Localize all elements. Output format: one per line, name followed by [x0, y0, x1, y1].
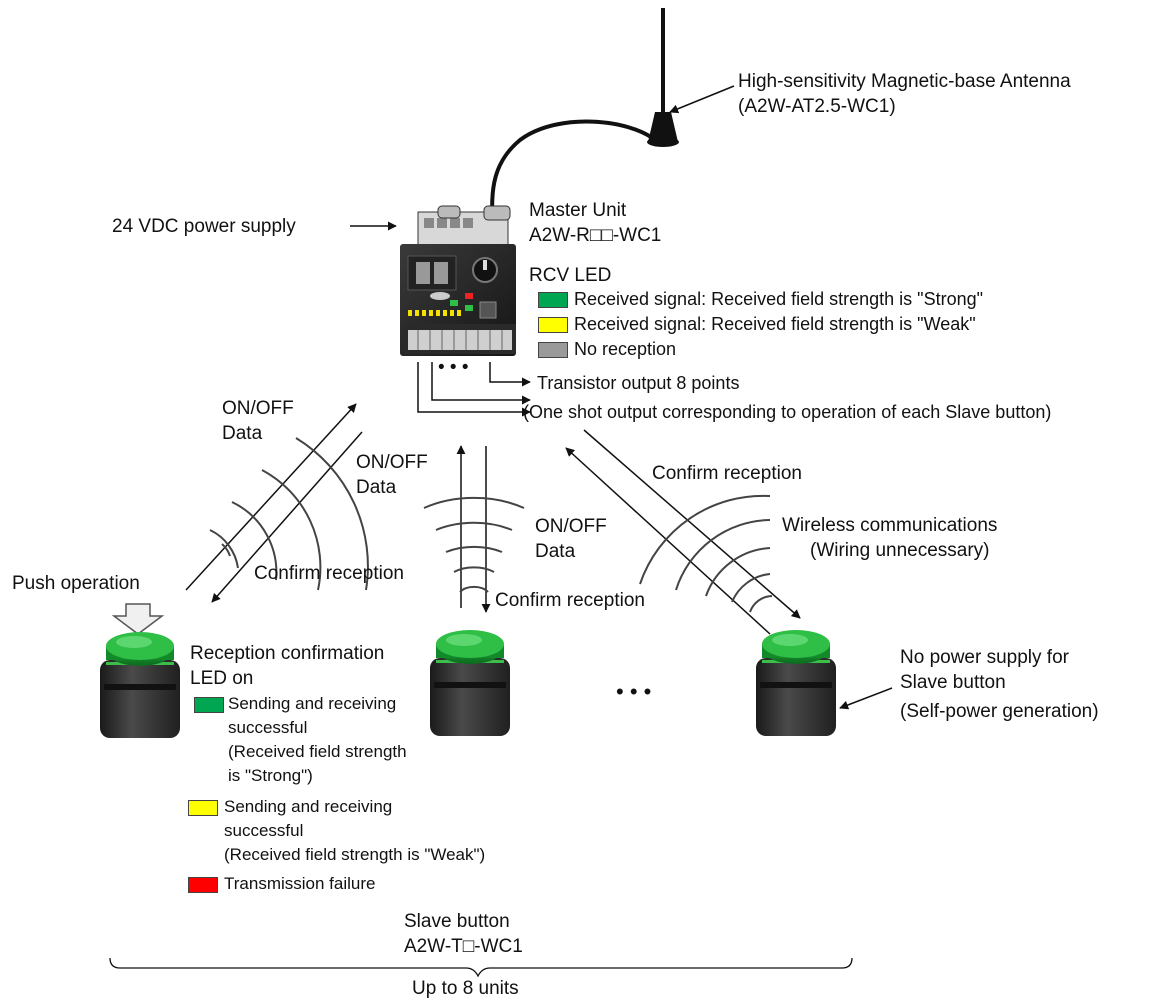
left-wireless-link: [185, 403, 369, 603]
master-unit-model: A2W-R□□-WC1: [529, 225, 662, 246]
onoff-label-right: ON/OFF: [535, 516, 607, 537]
output-wiring: [417, 362, 531, 417]
slave-button-middle[interactable]: [430, 630, 510, 736]
confirm-reception-right: Confirm reception: [652, 463, 802, 484]
slave-group-brace: [109, 957, 853, 978]
reception-led-title-line2: LED on: [190, 668, 254, 689]
antenna-graphic: [490, 8, 735, 241]
one-shot-output-label: (One shot output corresponding to operat…: [523, 402, 1052, 422]
data-label-middle: Data: [356, 477, 397, 498]
rcv-led-none-label: No reception: [574, 339, 677, 359]
reception-strong-line2: successful: [228, 718, 308, 737]
antenna-title: High-sensitivity Magnetic-base Antenna: [738, 71, 1071, 92]
no-power-line3: (Self-power generation): [900, 701, 1099, 722]
master-unit-graphic: [350, 205, 516, 356]
antenna-model: (A2W-AT2.5-WC1): [738, 96, 896, 117]
slave-count-label: Up to 8 units: [412, 978, 519, 999]
reception-weak-swatch: [188, 800, 218, 816]
onoff-label-middle: ON/OFF: [356, 452, 428, 473]
wireless-comm-title: Wireless communications: [782, 515, 998, 536]
slave-button-title: Slave button: [404, 911, 510, 932]
slaves-ellipsis: • • •: [616, 679, 652, 704]
rcv-led-weak-label: Received signal: Received field strength…: [574, 314, 976, 334]
reception-led-title: Reception confirmation: [190, 643, 385, 664]
reception-weak-line2: successful: [224, 821, 304, 840]
reception-weak-line3: (Received field strength is "Weak"): [224, 845, 486, 864]
reception-failure-label: Transmission failure: [224, 874, 376, 893]
reception-weak-line1: Sending and receiving: [224, 797, 393, 816]
rcv-led-title: RCV LED: [529, 265, 612, 286]
master-unit-title: Master Unit: [529, 200, 627, 221]
rcv-led-none-swatch: [538, 342, 568, 358]
power-supply-label: 24 VDC power supply: [112, 216, 296, 237]
push-operation-label: Push operation: [12, 573, 140, 594]
rcv-led-strong-label: Received signal: Received field strength…: [574, 289, 983, 309]
no-power-line2: Slave button: [900, 672, 1006, 693]
reception-failure-swatch: [188, 877, 218, 893]
onoff-label-left: ON/OFF: [222, 398, 294, 419]
rcv-led-strong-swatch: [538, 292, 568, 308]
push-arrow-icon: [111, 603, 165, 635]
data-label-right: Data: [535, 541, 576, 562]
confirm-reception-left: Confirm reception: [254, 563, 404, 584]
rcv-led-weak-swatch: [538, 317, 568, 333]
no-power-line1: No power supply for: [900, 647, 1069, 668]
confirm-reception-middle: Confirm reception: [495, 590, 645, 611]
slave-button-model: A2W-T□-WC1: [404, 936, 523, 957]
reception-strong-line1: Sending and receiving: [228, 694, 397, 713]
output-ellipsis: • • •: [438, 357, 469, 378]
reception-strong-swatch: [194, 697, 224, 713]
transistor-output-label: Transistor output 8 points: [537, 373, 740, 393]
middle-wireless-link: [423, 445, 525, 613]
slave-button-right[interactable]: [756, 630, 836, 736]
data-label-left: Data: [222, 423, 263, 444]
slave-button-left[interactable]: [100, 632, 180, 738]
reception-strong-line4: is "Strong"): [228, 766, 313, 785]
reception-strong-line3: (Received field strength: [228, 742, 407, 761]
wireless-comm-note: (Wiring unnecessary): [810, 540, 990, 561]
right-wireless-link: [565, 429, 893, 710]
